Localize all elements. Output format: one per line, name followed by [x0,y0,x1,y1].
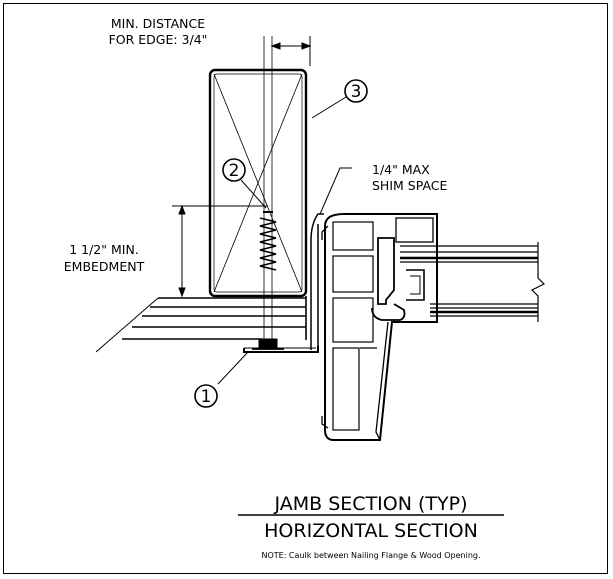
embed-label-line1: 1 1/2" MIN. [69,242,139,257]
sash-profile [371,237,425,321]
leaders [217,96,352,385]
wall-sheathing [95,296,307,353]
title-sub: HORIZONTAL SECTION [264,520,478,542]
edge-label-line1: MIN. DISTANCE [111,16,205,31]
drawing-border [3,3,608,574]
window-frame-extrusion [321,213,438,441]
svg-text:3: 3 [351,82,362,102]
callout-2: 2 [222,158,246,182]
title-main: JAMB SECTION (TYP) [274,493,468,515]
svg-text:2: 2 [229,161,240,181]
embedment-dimension [172,204,268,298]
glazing-unit [400,242,546,322]
callout-3: 3 [344,79,368,103]
screw-fastener [252,36,284,350]
svg-text:1: 1 [201,387,212,407]
callout-1: 1 [194,384,218,408]
shim-label-line2: SHIM SPACE [372,178,448,193]
edge-label-line2: FOR EDGE: 3/4" [109,32,208,47]
embed-label-line2: EMBEDMENT [64,259,145,274]
wood-stud [208,68,308,298]
edge-distance-dimension [270,36,312,66]
shim-label-line1: 1/4" MAX [372,162,430,177]
shim-space [310,213,324,350]
note-text: NOTE: Caulk between Nailing Flange & Woo… [261,551,480,560]
